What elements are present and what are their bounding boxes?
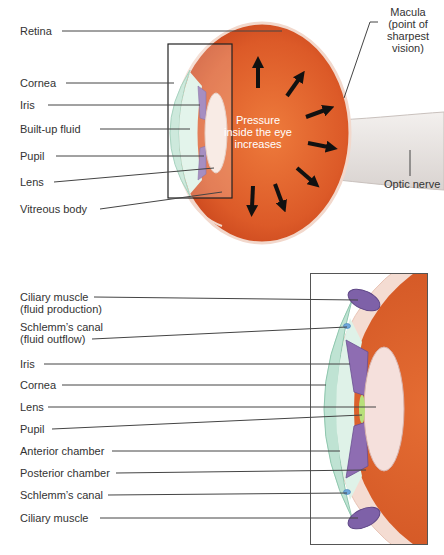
- leader-line: [48, 407, 376, 408]
- optic-nerve: [338, 112, 444, 190]
- part-label: Ciliary muscle: [20, 512, 160, 524]
- pressure-arrow: [252, 186, 253, 207]
- retina-edge: [188, 196, 222, 226]
- leader-line: [62, 31, 282, 32]
- leader-line: [100, 192, 222, 209]
- pressure-arrow: [308, 143, 328, 147]
- part-label: Iris: [20, 99, 160, 111]
- eye-interior: [348, 274, 427, 544]
- pressure-arrow: [297, 168, 312, 181]
- leader-line: [410, 150, 411, 176]
- leader-line: [52, 415, 362, 429]
- part-label: Anterior chamber: [20, 445, 160, 457]
- part-label: Pupil: [20, 150, 160, 162]
- part-label: Posterior chamber: [20, 467, 160, 479]
- part-label: Retina: [20, 25, 160, 37]
- part-label: Built-up fluid: [20, 123, 160, 135]
- pressure-arrow: [256, 66, 260, 88]
- leader-line: [100, 518, 358, 519]
- leader-line: [344, 22, 378, 98]
- part-label: Cornea: [20, 379, 160, 391]
- part-label: Iris: [20, 358, 160, 370]
- leader-line: [116, 470, 366, 473]
- lens: [364, 347, 404, 471]
- leader-line: [94, 297, 358, 300]
- leader-line: [56, 156, 204, 157]
- part-label: Pupil: [20, 423, 160, 435]
- part-label: Vitreous body: [20, 203, 160, 215]
- schlemms-canal: [344, 490, 351, 495]
- leader-line: [100, 129, 190, 130]
- part-label: Schlemm’s canal (fluid outflow): [20, 321, 110, 345]
- leader-line: [112, 451, 340, 452]
- part-label: Cornea: [20, 77, 160, 89]
- schlemms-canal: [344, 324, 351, 329]
- leader-line: [62, 385, 326, 386]
- pressure-arrow: [275, 184, 282, 203]
- leader-line: [66, 83, 174, 84]
- part-label: Ciliary muscle (fluid production): [20, 291, 110, 315]
- part-label: Pressure inside the eye increases: [222, 114, 294, 150]
- part-label: Schlemm’s canal: [20, 489, 160, 501]
- pupil: [359, 395, 365, 423]
- leader-line: [44, 364, 350, 365]
- pressure-arrow: [306, 110, 325, 117]
- leader-lines: [48, 22, 410, 209]
- pressure-arrow: [287, 79, 299, 96]
- leader-line: [48, 105, 200, 106]
- part-label: Optic nerve: [384, 178, 444, 190]
- leader-line: [108, 493, 347, 495]
- part-label: Lens: [20, 401, 160, 413]
- part-label: Lens: [20, 176, 160, 188]
- leader-line: [92, 327, 347, 339]
- part-label: Macula (point of sharpest vision): [378, 6, 438, 54]
- zoom-section: [324, 274, 427, 544]
- leader-line: [54, 168, 214, 182]
- section-bracket: [168, 44, 232, 198]
